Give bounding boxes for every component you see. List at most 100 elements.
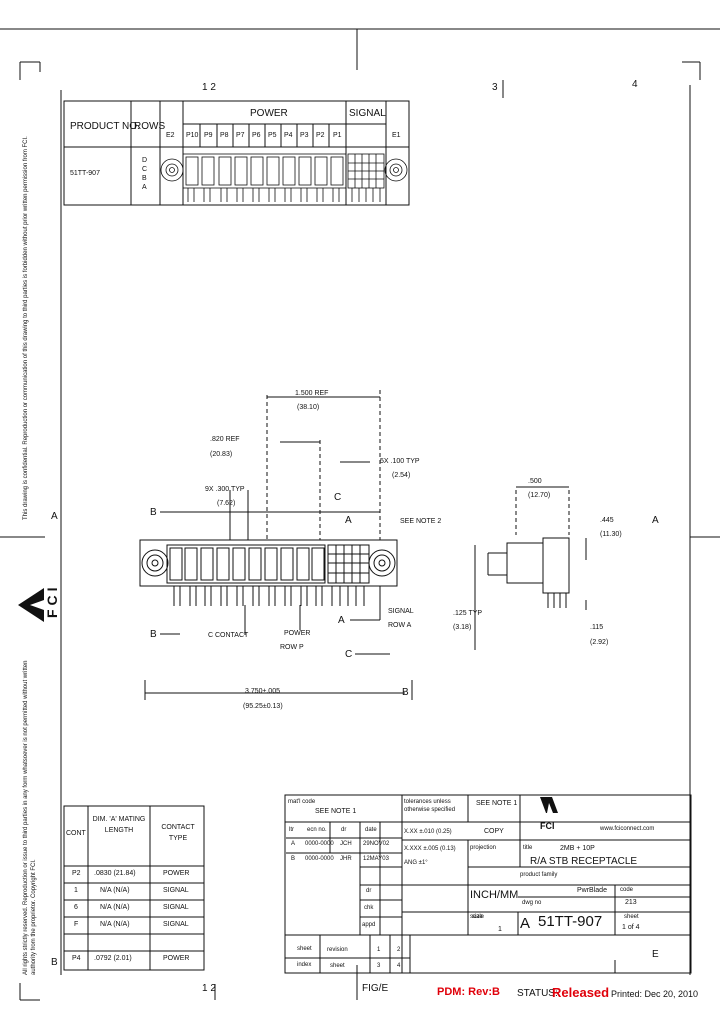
cont-row2-type: SIGNAL	[163, 887, 189, 894]
size-label: size	[472, 914, 483, 920]
dr-label: dr	[341, 827, 347, 833]
cont-row5-len: .0792 (2.01)	[94, 955, 132, 962]
cont-row1-type: POWER	[163, 870, 190, 877]
cont-row3-id: 6	[74, 904, 78, 911]
rows-value: D C B A	[142, 157, 148, 191]
zone-bottom-fig: FIG/E	[362, 983, 389, 994]
code-value: 213	[625, 899, 637, 906]
zone-side-a-left: A	[51, 511, 58, 522]
dim-3-750-mm: (95.25±0.13)	[243, 703, 283, 710]
ltr-label: ltr	[289, 827, 294, 833]
chk-row-label: chk	[364, 905, 374, 911]
sheet-num-1: 1	[377, 947, 381, 953]
cont-row2-len: N/A (N/A)	[100, 887, 130, 894]
mat-code-label: mat'l code	[288, 799, 316, 805]
zone-top-1-2: 1 2	[202, 82, 216, 93]
units-inch-mm: INCH/MM	[470, 889, 519, 901]
dim-820-mm: (20.83)	[210, 451, 233, 458]
see-note-label: SEE NOTE 2	[400, 518, 442, 525]
dim-125: .125 TYP	[453, 610, 483, 617]
section-a-bottom: A	[338, 615, 345, 626]
fci-logo-mark-tb	[540, 797, 558, 813]
cont-row5-id: P4	[72, 955, 81, 962]
zone-top-3: 3	[492, 82, 498, 93]
product-no-header: PRODUCT NO.	[70, 121, 140, 132]
cont-row4-type: SIGNAL	[163, 921, 189, 928]
power-row-label: ROW P	[280, 644, 304, 651]
code-label: code	[620, 887, 634, 893]
contact-type-header: CONTACT TYPE	[161, 824, 195, 842]
scale-value: 1	[498, 926, 502, 933]
rev-a-ltr: A	[291, 841, 296, 847]
col-e2: E2	[166, 132, 175, 139]
dim-3-750: 3.750±.005	[245, 688, 280, 695]
connector-top-view	[160, 153, 408, 202]
product-number: 51TT-907	[70, 170, 100, 177]
power-label: POWER	[284, 630, 311, 637]
sheet-value: 1 of 4	[622, 924, 640, 931]
title-label: title	[523, 845, 533, 851]
dim-5x-100: 5X .100 TYP	[380, 458, 420, 465]
rev-b-ecn: 0000-0000	[305, 856, 334, 862]
zone-side-e-right: E	[652, 949, 659, 960]
dim-115-mm: (2.92)	[590, 639, 609, 646]
dim-1-500-mm: (38.10)	[297, 404, 320, 411]
title-block-lines	[284, 794, 692, 974]
dim-125-mm: (3.18)	[453, 624, 472, 631]
col-p3: P3	[300, 132, 309, 139]
status-label: STATUS:	[517, 988, 558, 999]
pdm-revision: PDM: Rev:B	[437, 986, 500, 998]
printed-date: Printed: Dec 20, 2010	[611, 989, 699, 999]
revision-label: revision	[327, 947, 348, 953]
scale-label: scale	[470, 914, 485, 920]
col-p7: P7	[236, 132, 245, 139]
rev-b-ltr: B	[291, 856, 296, 862]
rev-a-date: 29NOV02	[363, 841, 390, 847]
contact-label: C CONTACT	[208, 632, 249, 639]
tolerances-label: tolerances unless otherwise specified	[404, 799, 456, 813]
dim-9x-300: 9X .300 TYP	[205, 486, 245, 493]
date-label: date	[365, 827, 377, 833]
sheet2-label: sheet	[330, 963, 345, 969]
zone-bottom-1-2: 1 2	[202, 983, 216, 994]
projection-label: projection	[470, 845, 497, 851]
dwg-no-value: 51TT-907	[538, 913, 603, 930]
fci-company: FCI	[540, 821, 555, 831]
cont-row4-len: N/A (N/A)	[100, 921, 130, 928]
col-p9: P9	[204, 132, 213, 139]
dim-445-mm: (11.30)	[600, 531, 622, 538]
fci-logo-mark	[18, 588, 44, 622]
cont-row5-type: POWER	[163, 955, 190, 962]
confidential-notice: This drawing is confidential. Reproducti…	[23, 136, 29, 520]
col-p4: P4	[284, 132, 293, 139]
section-a-top: A	[345, 515, 352, 526]
section-c-bottom: C	[345, 649, 353, 660]
size-value: A	[520, 915, 531, 932]
dwg-no-label: dwg no	[522, 900, 542, 906]
sheet-num-2: 2	[397, 947, 401, 953]
cont-row1-len: .0830 (21.84)	[94, 870, 136, 877]
section-b-right: B	[402, 687, 409, 698]
cont-row1-id: P2	[72, 870, 81, 877]
signal-label: SIGNAL	[388, 608, 414, 615]
dim-5x-100-mm: (2.54)	[392, 472, 411, 479]
sheet-num-3: 3	[377, 963, 381, 969]
rows-header: ROWS	[134, 121, 166, 132]
appd-row-label: appd	[362, 922, 376, 928]
sheet-num-4: 4	[397, 963, 401, 969]
tolerance-2: X.XXX ±.005 (0.13)	[404, 846, 456, 852]
dim-9x-300-mm: (7.62)	[217, 500, 236, 507]
signal-row-label: ROW A	[388, 622, 412, 629]
copy-label: COPY	[484, 828, 504, 835]
sheet-label: sheet	[624, 914, 639, 920]
power-header: POWER	[250, 108, 288, 119]
mat-code-value: SEE NOTE 1	[315, 808, 357, 815]
status-copy: SEE NOTE 1	[476, 800, 518, 807]
cont-row3-len: N/A (N/A)	[100, 904, 130, 911]
cont-row3-type: SIGNAL	[163, 904, 189, 911]
tolerance-1: X.XX ±.010 (0.25)	[404, 829, 452, 835]
section-b-bottom: B	[150, 629, 157, 640]
col-p10: P10	[186, 132, 199, 139]
zone-side-b-left: B	[51, 957, 58, 968]
